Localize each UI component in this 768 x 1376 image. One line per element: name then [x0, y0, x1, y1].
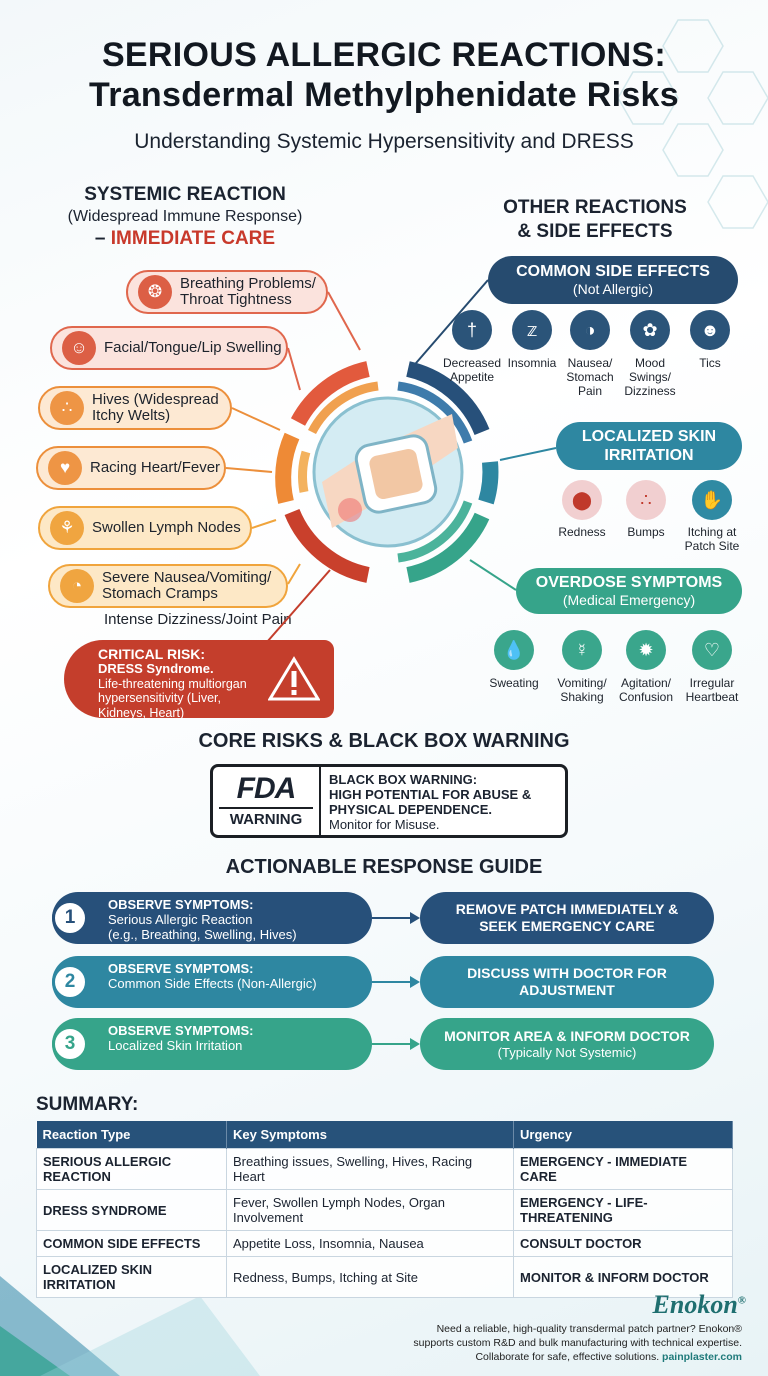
label-vomiting: Vomiting/Shaking	[557, 676, 607, 704]
other-reactions-heading: OTHER REACTIONS & SIDE EFFECTS	[503, 197, 687, 242]
column-urgency: Urgency	[513, 1121, 733, 1149]
core-risks-heading: CORE RISKS & BLACK BOX WARNING	[198, 730, 570, 752]
step-2-action: DISCUSS WITH DOCTOR FOR ADJUSTMENT	[420, 956, 714, 1008]
stomach-icon: ◑	[570, 310, 610, 350]
fda-logo: FDA	[236, 772, 297, 805]
label-agitation: Agitation/Confusion	[618, 676, 674, 704]
symptom-breathing: ❂ Breathing Problems/Throat Tightness	[126, 270, 328, 314]
table-header-row: Reaction Type Key Symptoms Urgency	[36, 1121, 733, 1149]
lungs-icon: ❂	[138, 275, 172, 309]
table-row: LOCALIZED SKIN IRRITATION Redness, Bumps…	[36, 1256, 733, 1298]
page-title-line-2: Transdermal Methylphenidate Risks	[89, 76, 679, 114]
symptom-nausea: ◔ Severe Nausea/Vomiting/Stomach Cramps	[48, 564, 288, 608]
symptom-racing-heart: ♥ Racing Heart/Fever	[36, 446, 226, 490]
warning-triangle-icon	[268, 656, 320, 701]
face-tic-icon: ☻	[690, 310, 730, 350]
response-guide-heading: ACTIONABLE RESPONSE GUIDE	[225, 856, 543, 878]
transdermal-patch-wheel	[275, 361, 499, 583]
bumps-icon: ∴	[626, 480, 666, 520]
label-insomnia: Insomnia	[507, 356, 557, 370]
table-row: COMMON SIDE EFFECTS Appetite Loss, Insom…	[36, 1230, 733, 1257]
table-row: DRESS SYNDROME Fever, Swollen Lymph Node…	[36, 1189, 733, 1231]
heart-icon: ♥	[48, 451, 82, 485]
corner-wave-decoration	[0, 1276, 260, 1376]
systemic-title: SYSTEMIC REACTION	[84, 184, 286, 205]
step-3-number: 3	[52, 1026, 88, 1062]
immediate-care-label: – IMMEDIATE CARE	[94, 228, 276, 249]
hexagon-pattern-decoration	[617, 19, 768, 229]
step-1-observe: OBSERVE SYMPTOMS: Serious Allergic React…	[52, 892, 372, 944]
itching-hand-icon: ✋	[692, 480, 732, 520]
table-row: SERIOUS ALLERGIC REACTION Breathing issu…	[36, 1148, 733, 1190]
stomach-icon: ◔	[60, 569, 94, 603]
sweat-drop-icon: 💧	[494, 630, 534, 670]
vomiting-icon: ☿	[562, 630, 602, 670]
irregular-heartbeat-icon: ♡	[692, 630, 732, 670]
utensils-icon: †	[452, 310, 492, 350]
label-redness: Redness	[558, 525, 606, 539]
arrow-right-icon	[372, 912, 420, 924]
black-box-text: BLACK BOX WARNING: HIGH POTENTIAL FOR AB…	[329, 772, 532, 832]
brand-logo: Enokon®	[652, 1290, 746, 1319]
symptom-lymph-nodes: ⚘ Swollen Lymph Nodes	[38, 506, 252, 550]
arrow-right-icon	[372, 1038, 420, 1050]
black-box-warning: FDA WARNING BLACK BOX WARNING: HIGH POTE…	[210, 764, 568, 838]
website-link[interactable]: painplaster.com	[662, 1351, 742, 1364]
agitation-brain-icon: ✹	[626, 630, 666, 670]
column-key-symptoms: Key Symptoms	[226, 1121, 514, 1149]
bed-icon: 𝕫	[512, 310, 552, 350]
face-icon: ☺	[62, 331, 96, 365]
symptom-dizziness: Intense Dizziness/Joint Pain	[104, 611, 292, 628]
brain-icon: ✿	[630, 310, 670, 350]
footer-text: Need a reliable, high-quality transderma…	[413, 1323, 742, 1364]
connector-lines	[225, 279, 557, 651]
common-side-effects-banner: COMMON SIDE EFFECTS (Not Allergic)	[488, 256, 738, 304]
step-2-number: 2	[52, 964, 88, 1000]
label-bumps: Bumps	[627, 525, 665, 539]
symptom-facial-swelling: ☺ Facial/Tongue/Lip Swelling	[50, 326, 288, 370]
overdose-symptoms-banner: OVERDOSE SYMPTOMS (Medical Emergency)	[516, 568, 742, 614]
systemic-subtitle: (Widespread Immune Response)	[67, 208, 303, 225]
summary-heading: SUMMARY:	[36, 1094, 139, 1115]
hives-icon: ∴	[50, 391, 84, 425]
localized-skin-banner: LOCALIZED SKIN IRRITATION	[556, 422, 742, 470]
step-1-number: 1	[52, 900, 88, 936]
step-3-action: MONITOR AREA & INFORM DOCTOR (Typically …	[420, 1018, 714, 1070]
step-2-observe: OBSERVE SYMPTOMS: Common Side Effects (N…	[52, 956, 372, 1008]
step-1-action: REMOVE PATCH IMMEDIATELY & SEEK EMERGENC…	[420, 892, 714, 944]
arrow-right-icon	[372, 976, 420, 988]
page-title-line-1: SERIOUS ALLERGIC REACTIONS:	[101, 36, 667, 74]
redness-icon: ⬤	[562, 480, 602, 520]
label-tics: Tics	[699, 356, 721, 370]
systemic-reaction-heading: SYSTEMIC REACTION (Widespread Immune Res…	[30, 184, 340, 250]
lymph-icon: ⚘	[50, 511, 84, 545]
summary-table: Reaction Type Key Symptoms Urgency SERIO…	[36, 1121, 733, 1298]
column-reaction-type: Reaction Type	[36, 1121, 227, 1149]
label-sweating: Sweating	[489, 676, 539, 690]
page-subtitle: Understanding Systemic Hypersensitivity …	[134, 130, 634, 153]
fda-warning-badge: FDA WARNING	[213, 767, 321, 835]
step-3-observe: OBSERVE SYMPTOMS: Localized Skin Irritat…	[52, 1018, 372, 1070]
